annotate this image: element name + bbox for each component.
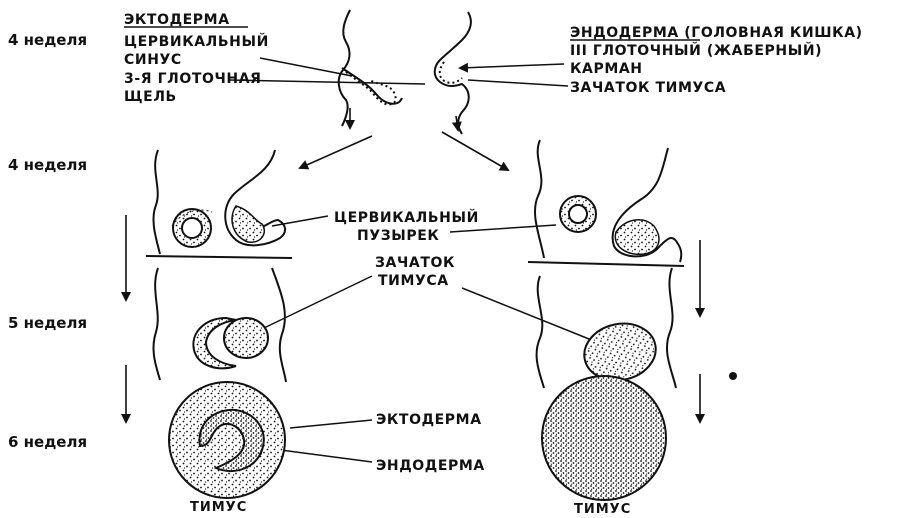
ink-spot [729, 372, 737, 380]
left-thymus-outer [169, 382, 285, 498]
label-endoderm-word: ЭНДОДЕРМА [570, 25, 679, 41]
week-label-4: 6 неделя [8, 433, 87, 451]
week5-right-panel [537, 268, 737, 388]
label-ectoderm-bottom: ЭКТОДЕРМА [376, 412, 482, 428]
right-panel-divider [528, 262, 684, 266]
week5-left-panel [153, 268, 286, 382]
label-cervical-sinus-2: СИНУС [124, 52, 182, 68]
label-cervical-vesicle-2: ПУЗЫРЕК [357, 228, 439, 244]
label-pouch-1: III ГЛОТОЧНЫЙ (ЖАБЕРНЫЙ) [570, 42, 822, 59]
label-thymus-primordium-1: ЗАЧАТОК [375, 255, 455, 271]
left-panel-divider [146, 256, 292, 258]
week-label-1: 4 неделя [8, 31, 87, 49]
week4-pharyngeal-section [339, 10, 471, 134]
week5-left-primordium [224, 318, 268, 358]
week6-left-thymus [169, 382, 285, 498]
label-thymus-primordium-top: ЗАЧАТОК ТИМУСА [570, 80, 726, 96]
label-pharyngeal-cleft-1: 3-Я ГЛОТОЧНАЯ [124, 71, 262, 87]
top-arrows [300, 108, 508, 170]
week-label-3: 5 неделя [8, 314, 87, 332]
right-thymus [542, 376, 666, 500]
left-panel-ectoderm-wall [153, 150, 160, 254]
label-pouch-2: КАРМАН [570, 61, 643, 77]
week4-left-panel [146, 150, 292, 258]
label-endoderm-top: ЭНДОДЕРМА (ГОЛОВНАЯ КИШКА) [570, 25, 863, 41]
right-panel-vesicle-lumen [569, 205, 587, 223]
label-thymus-primordium-2: ТИМУСА [378, 273, 449, 289]
right-panel-ectoderm-wall [535, 140, 544, 258]
label-endoderm-note: (ГОЛОВНАЯ КИШКА) [679, 25, 863, 41]
week4-right-panel [528, 140, 684, 266]
label-cervical-sinus-1: ЦЕРВИКАЛЬНЫЙ [124, 33, 269, 50]
left-panel-vesicle-lumen [182, 218, 202, 238]
label-ectoderm-top: ЭКТОДЕРМА [124, 12, 230, 28]
week-label-2: 4 неделя [8, 156, 87, 174]
label-pharyngeal-cleft-2: ЩЕЛЬ [124, 89, 177, 105]
caption-thymus-left: ТИМУС [190, 500, 247, 515]
label-endoderm-bottom: ЭНДОДЕРМА [376, 458, 485, 474]
right-panel-primordium [615, 220, 659, 255]
top-leader-lines [228, 58, 568, 86]
caption-thymus-right: ТИМУС [574, 502, 631, 517]
label-cervical-vesicle-1: ЦЕРВИКАЛЬНЫЙ [334, 209, 479, 226]
left-panel-primordium [232, 206, 264, 242]
